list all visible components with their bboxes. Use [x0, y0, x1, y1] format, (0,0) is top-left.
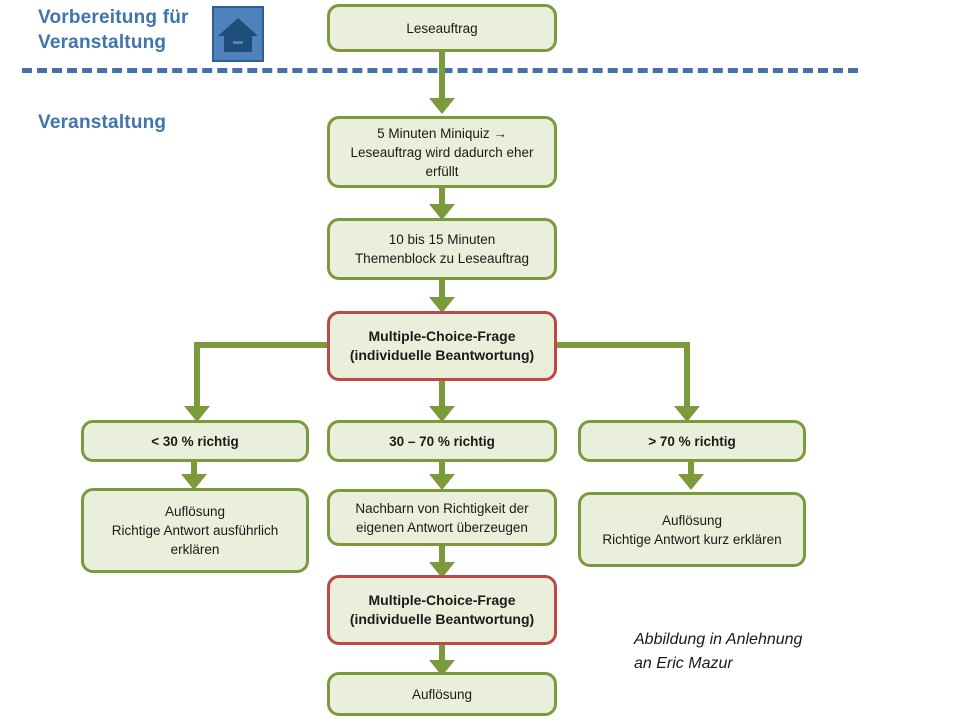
- house-icon: [212, 6, 264, 62]
- arrowhead-30-70: [429, 406, 455, 422]
- attribution-text: Abbildung in Anlehnung an Eric Mazur: [634, 631, 803, 672]
- node-mc-frage-2[interactable]: Multiple-Choice-Frage (individuelle Bean…: [327, 575, 557, 645]
- connector-mcfrage1-right-horizontal: [552, 342, 690, 348]
- arrowhead-mcfrage1: [429, 297, 455, 313]
- connector-mcfrage1-to-30-70: [439, 379, 445, 414]
- connector-ueber70-to-aufloesung-rechts: [688, 462, 694, 482]
- node-aufloesung-rechts[interactable]: Auflösung Richtige Antwort kurz erklären: [578, 492, 806, 567]
- arrowhead-unter-30: [184, 406, 210, 422]
- node-mc-frage-1[interactable]: Multiple-Choice-Frage (individuelle Bean…: [327, 311, 557, 381]
- arrowhead-aufloesung-rechts: [678, 474, 704, 490]
- arrowhead-miniquiz: [429, 98, 455, 114]
- connector-miniquiz-to-themenblock: [439, 186, 445, 208]
- node-themenblock[interactable]: 10 bis 15 Minuten Themenblock zu Leseauf…: [327, 218, 557, 280]
- connector-mcfrage1-left-horizontal: [194, 342, 332, 348]
- connector-mcfrage1-right-vertical: [684, 342, 690, 414]
- arrowhead-themenblock: [429, 204, 455, 220]
- arrowhead-nachbarn: [429, 474, 455, 490]
- node-nachbarn[interactable]: Nachbarn von Richtigkeit der eigenen Ant…: [327, 489, 557, 546]
- connector-30-70-to-nachbarn: [439, 462, 445, 482]
- connector-mcfrage2-to-aufloesung-unten: [439, 645, 445, 667]
- connector-mcfrage1-left-vertical: [194, 342, 200, 414]
- node-unter-30[interactable]: < 30 % richtig: [81, 420, 309, 462]
- node-30-bis-70[interactable]: 30 – 70 % richtig: [327, 420, 557, 462]
- arrowhead-ueber-70: [674, 406, 700, 422]
- node-aufloesung-links[interactable]: Auflösung Richtige Antwort ausführlich e…: [81, 488, 309, 573]
- connector-nachbarn-to-mcfrage2: [439, 545, 445, 567]
- connector-themenblock-to-mcfrage1: [439, 279, 445, 301]
- connector-leseauftrag-to-miniquiz: [439, 50, 445, 102]
- connector-unter30-to-aufloesung-links: [191, 462, 197, 482]
- node-aufloesung-unten[interactable]: Auflösung: [327, 672, 557, 716]
- node-ueber-70[interactable]: > 70 % richtig: [578, 420, 806, 462]
- section-heading-event: Veranstaltung: [38, 112, 167, 133]
- section-heading-preparation: Vorbereitung für Veranstaltung: [38, 7, 189, 53]
- node-miniquiz[interactable]: 5 Minuten Miniquiz → Leseauftrag wird da…: [327, 116, 557, 188]
- node-leseauftrag[interactable]: Leseauftrag: [327, 4, 557, 52]
- arrowhead-mcfrage2: [429, 562, 455, 578]
- arrowhead-aufloesung-links: [181, 474, 207, 490]
